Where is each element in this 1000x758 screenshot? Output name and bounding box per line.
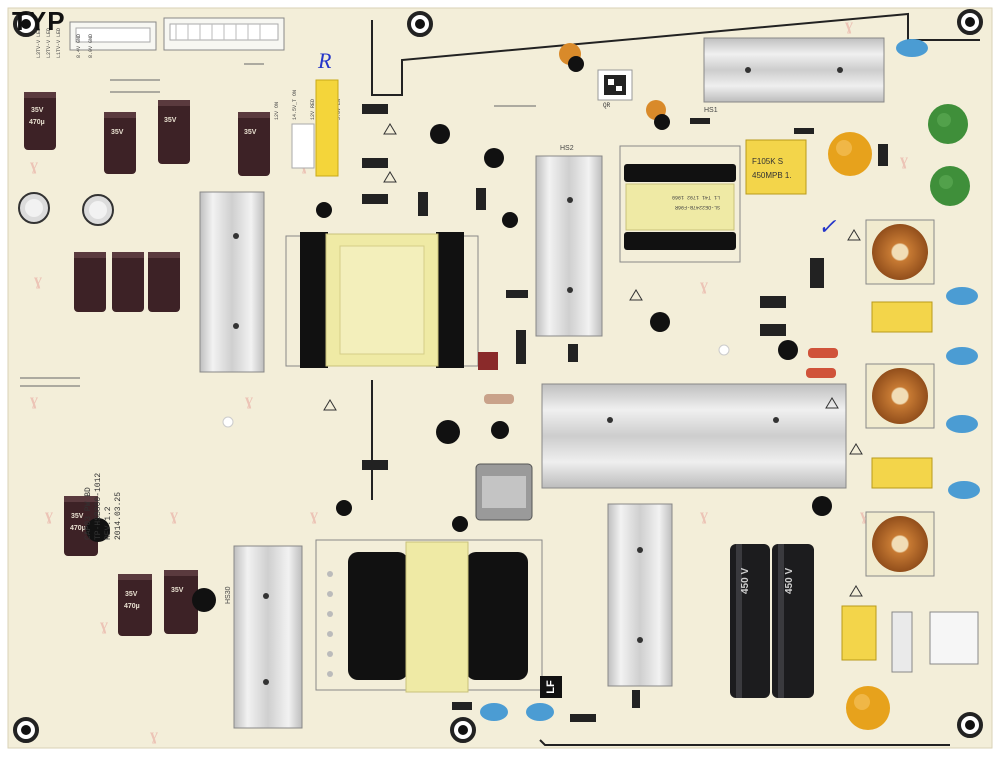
varistors: [928, 104, 970, 206]
smd-components: [362, 104, 888, 722]
svg-text:ɣ: ɣ: [860, 507, 868, 524]
film-cap-line-1: F105K S: [752, 157, 783, 166]
model-line-1: CAP03 PW BD: [84, 487, 93, 540]
svg-text:ɣ: ɣ: [45, 507, 53, 524]
svg-text:5.0V EN: 5.0V EN: [336, 99, 342, 120]
svg-text:ɣ: ɣ: [34, 272, 42, 289]
svg-text:12V RED: 12V RED: [310, 99, 316, 120]
svg-text:ɣ: ɣ: [100, 617, 108, 634]
transistors: [86, 56, 832, 612]
heatsinks: [199, 37, 885, 729]
film-cap-line-2: 450MPB 1.: [752, 171, 792, 180]
isolation-line: [371, 12, 950, 746]
qr-sticker: [597, 69, 633, 101]
white-label: [291, 123, 315, 169]
cap-voltage-label: 35V: [71, 513, 84, 520]
model-line-2: TP-HSB800-1012: [94, 472, 103, 540]
top-connectors: [69, 17, 285, 51]
svg-text:ɣ: ɣ: [845, 17, 853, 34]
blue-caps: [480, 39, 980, 721]
cap-value-label: 470µ: [124, 603, 140, 610]
svg-text:8.0V GND: 8.0V GND: [88, 34, 94, 58]
lf-mark: LF: [540, 676, 562, 698]
hs1-label: HS1: [704, 107, 718, 114]
svg-text:ɣ: ɣ: [310, 507, 318, 524]
model-text: CAP03 PW BD TP-HSB800-1012 REV.1.2 2014.…: [84, 473, 124, 540]
svg-text:ɣ: ɣ: [30, 392, 38, 409]
svg-text:ɣ: ɣ: [170, 507, 178, 524]
yellow-label: [315, 79, 339, 177]
ink-marks: R ✓: [317, 48, 837, 239]
svg-text:ɣ: ɣ: [900, 152, 908, 169]
cap-value-label: 470µ: [70, 525, 86, 532]
svg-text:12V ON: 12V ON: [274, 102, 280, 120]
svg-text:L2TV-V LED: L2TV-V LED: [46, 28, 52, 58]
cap-voltage-label: 35V: [125, 591, 138, 598]
bulk-capacitors: [730, 544, 814, 698]
svg-text:✓: ✓: [818, 214, 837, 239]
silver-caps: [18, 192, 114, 226]
electrolytic-caps-small: [24, 92, 270, 636]
hs30-label: HS30: [225, 586, 232, 604]
svg-text:L1TV-V LED: L1TV-V LED: [56, 28, 62, 58]
corner-tag: TYP: [12, 6, 66, 36]
svg-text:ɣ: ɣ: [150, 727, 158, 744]
svg-text:ɣ: ɣ: [700, 277, 708, 294]
svg-text:R: R: [317, 48, 332, 73]
qr-id: QR: [603, 102, 611, 109]
svg-text:8.4V GND: 8.4V GND: [76, 34, 82, 58]
svg-text:ɣ: ɣ: [30, 157, 38, 174]
cap-voltage-label: 35V: [244, 129, 257, 136]
x-capacitors: [841, 301, 933, 661]
svg-text:ɣ: ɣ: [245, 392, 253, 409]
svg-text:L1 T41 1792 1960: L1 T41 1792 1960: [672, 194, 720, 200]
cap-voltage-label: 35V: [111, 129, 124, 136]
mounting-holes: [13, 9, 983, 743]
cap-voltage-label: 35V: [31, 107, 44, 114]
film-capacitor: [745, 139, 807, 195]
model-line-3: REV.1.2: [104, 506, 113, 540]
cap-voltage-label: 35V: [171, 587, 184, 594]
svg-text:L3TV-V LED: L3TV-V LED: [36, 28, 42, 58]
lower-transformer: [315, 539, 543, 693]
svg-text:ɣ: ɣ: [700, 507, 708, 524]
main-transformer: [285, 232, 479, 368]
cap-voltage-label: 35V: [164, 117, 177, 124]
upper-transformer: SL-DE2247B-F96R L1 T41 1792 1960: [619, 145, 741, 263]
svg-text:14.5V_T ON: 14.5V_T ON: [292, 90, 298, 120]
warning-triangles: [323, 123, 863, 597]
bulk-cap-voltage: 450 V: [740, 568, 751, 594]
hs2-label: HS2: [560, 145, 574, 152]
model-line-4: 2014.03.25: [114, 491, 123, 540]
cap-value-label: 470µ: [29, 119, 45, 126]
ac-connector: [929, 611, 979, 665]
bulk-cap-voltage: 450 V: [784, 568, 795, 594]
common-mode-chokes: [865, 219, 935, 577]
svg-text:SL-DE2247B-F96R: SL-DE2247B-F96R: [675, 204, 720, 210]
resistors: [478, 348, 838, 404]
